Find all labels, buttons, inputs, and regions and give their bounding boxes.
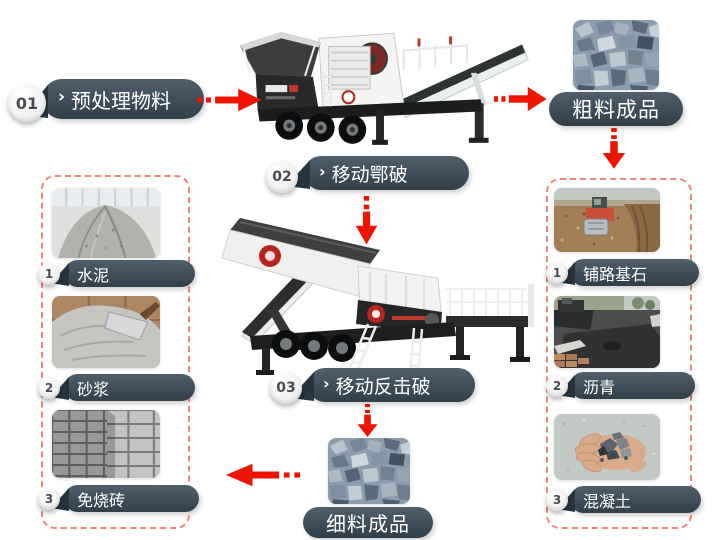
right-item3-number: 3 <box>546 489 568 511</box>
right-item2-number: 2 <box>546 375 568 397</box>
left-item3-label-text: 免烧砖 <box>77 490 126 510</box>
left-item1-number: 1 <box>38 263 60 285</box>
arrow-down-coarse-to-uses <box>600 128 628 170</box>
photo-coarse-gravel <box>573 20 659 90</box>
step3-number-text: 03 <box>276 380 296 396</box>
step1-label-text: 预处理物料 <box>71 88 172 113</box>
fine-product-pill: 细料成品 <box>303 507 433 538</box>
fine-uses-box <box>41 175 190 529</box>
left-item1-label-text: 水泥 <box>77 265 110 285</box>
coarse-product-text: 粗料成品 <box>572 98 660 122</box>
step1-number: 01 <box>8 84 46 122</box>
chevron-icon: › <box>58 87 66 107</box>
photo-brick <box>52 410 160 478</box>
arrow-down-step3-to-fine <box>355 404 380 438</box>
right-item2-number-text: 2 <box>552 379 562 393</box>
arrow-left-fine-to-uses <box>224 462 300 488</box>
arrow-right-step1-to-jaw <box>197 87 263 113</box>
left-item3-number: 3 <box>38 488 60 510</box>
left-item2-number-text: 2 <box>44 381 54 395</box>
step2-number-text: 02 <box>272 169 292 185</box>
photo-road-base <box>554 188 660 252</box>
chevron-icon: › <box>323 373 330 393</box>
arrow-down-step2-to-impact <box>353 196 380 246</box>
step3-label: › 移动反击破 <box>287 368 475 402</box>
right-item3-label: 混凝土 <box>554 486 701 513</box>
photo-fine-gravel <box>328 438 410 504</box>
left-item2-label: 砂浆 <box>48 374 195 401</box>
chevron-icon: › <box>319 161 326 181</box>
step2-number: 02 <box>266 161 298 193</box>
right-item2-label-text: 沥青 <box>583 377 616 397</box>
photo-asphalt <box>554 296 660 368</box>
right-item3-label-text: 混凝土 <box>583 491 632 511</box>
right-item1-number: 1 <box>546 262 568 284</box>
mobile-impact-crusher-image <box>210 192 540 380</box>
left-item3-label: 免烧砖 <box>48 485 199 512</box>
photo-mortar <box>52 296 160 368</box>
right-item3-number-text: 3 <box>552 493 562 507</box>
right-item1-number-text: 1 <box>552 266 562 280</box>
step1-label: › 预处理物料 <box>19 79 204 119</box>
left-item1-label: 水泥 <box>48 260 195 287</box>
photo-concrete <box>554 414 660 480</box>
arrow-right-jaw-to-coarse <box>494 85 548 113</box>
step2-label-text: 移动鄂破 <box>331 163 408 186</box>
fine-product-text: 细料成品 <box>326 512 410 536</box>
coarse-uses-box <box>546 178 692 529</box>
step3-number: 03 <box>270 372 302 404</box>
photo-cement <box>52 188 160 258</box>
left-item3-number-text: 3 <box>44 492 54 506</box>
right-item2-label: 沥青 <box>554 372 695 399</box>
right-item1-label: 铺路基石 <box>554 259 699 286</box>
right-item1-label-text: 铺路基石 <box>583 264 648 284</box>
left-item2-label-text: 砂浆 <box>77 379 110 399</box>
left-item2-number: 2 <box>38 377 60 399</box>
step2-label: › 移动鄂破 <box>283 156 469 190</box>
step1-number-text: 01 <box>15 93 39 113</box>
step3-label-text: 移动反击破 <box>335 375 431 398</box>
coarse-product-pill: 粗料成品 <box>549 92 683 126</box>
left-item1-number-text: 1 <box>44 267 54 281</box>
mobile-jaw-crusher-image <box>228 12 534 154</box>
